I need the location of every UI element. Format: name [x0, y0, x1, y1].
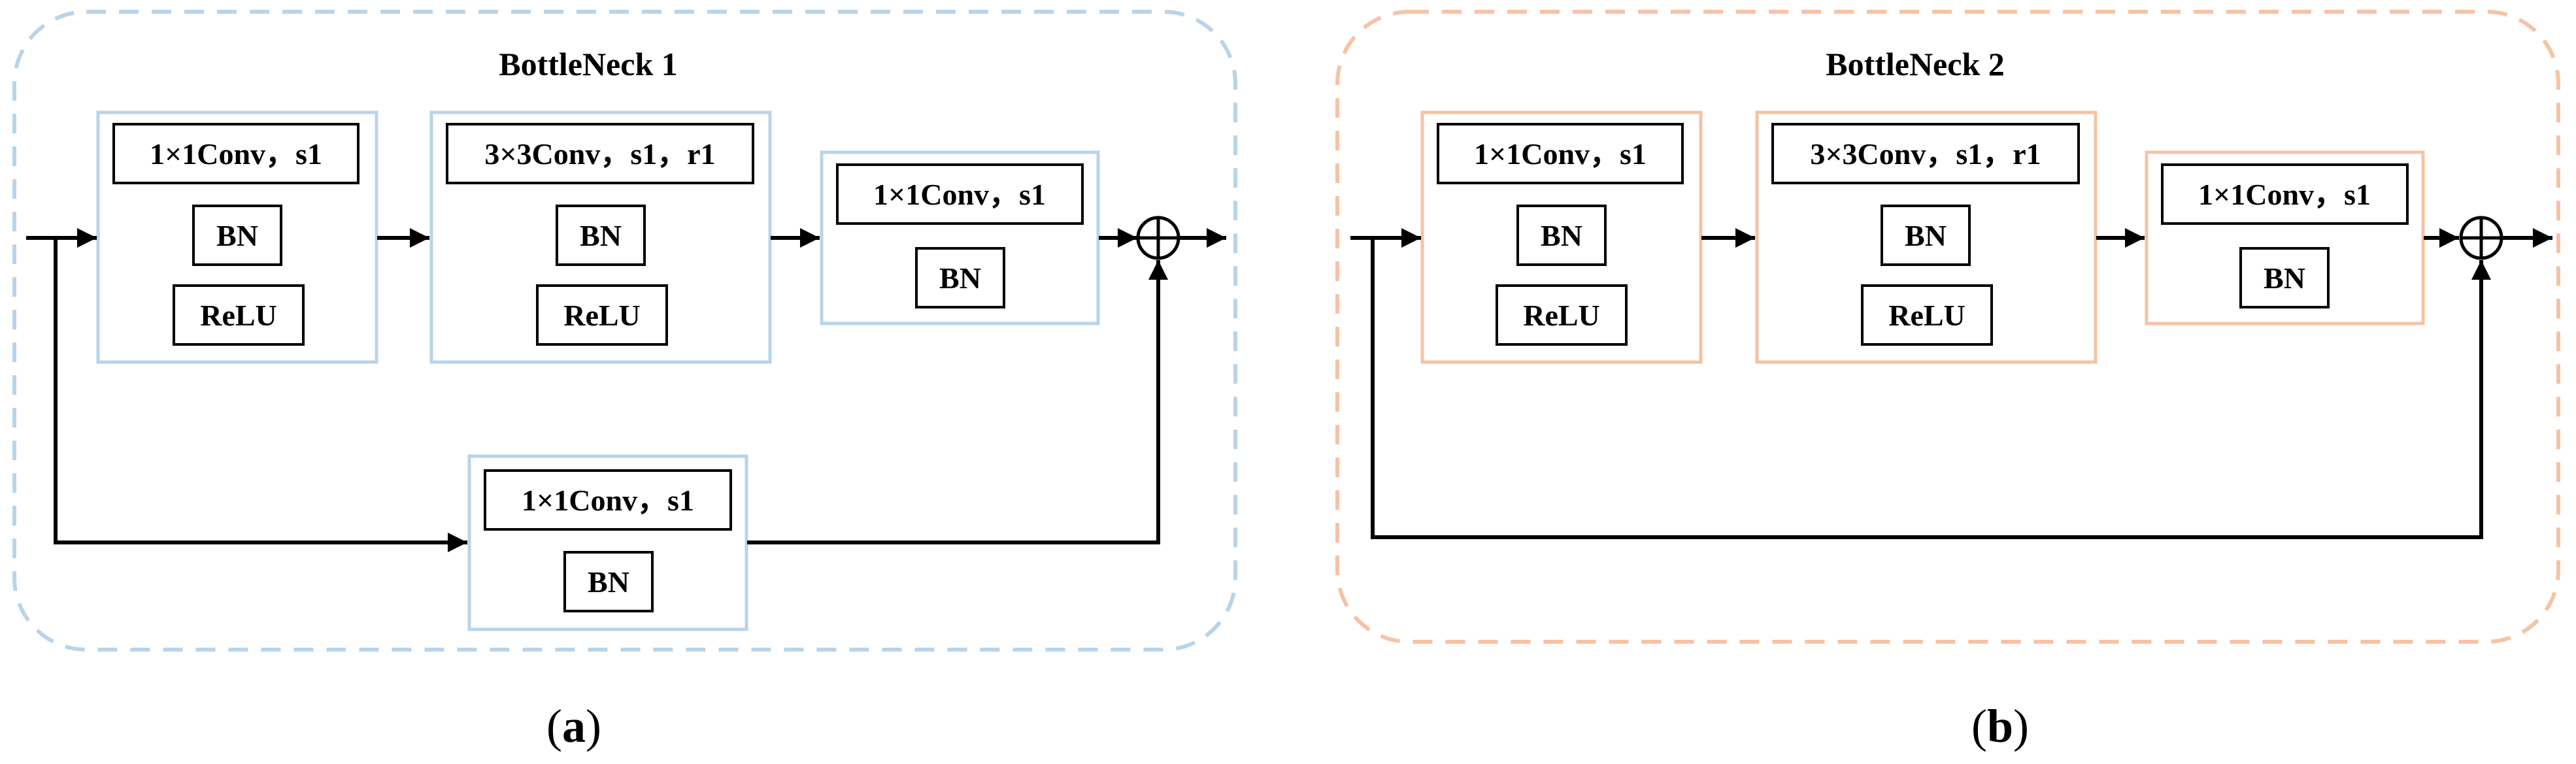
- panel-b-frame: [1335, 10, 2560, 644]
- block-3-bn-box: [2239, 247, 2330, 308]
- block-3-bn-label: BN: [939, 261, 981, 295]
- block-2-frame: [429, 110, 772, 364]
- block-2-relu-box: [1861, 284, 1993, 346]
- block-1-conv-label: 1×1Conv，s1: [150, 137, 322, 171]
- block-3-bn-box: [915, 247, 1005, 308]
- block-2-relu-label: ReLU: [1888, 299, 1965, 332]
- block-2-bn-box: [556, 205, 646, 266]
- block-2-relu-label: ReLU: [563, 299, 641, 332]
- panel-a-title: BottleNeck 1: [499, 46, 678, 82]
- shortcut-bn-box: [563, 551, 654, 612]
- shortcut-conv-label: 1×1Conv，s1: [522, 484, 694, 517]
- block-2-conv-box: [1771, 123, 2080, 184]
- block-2-bn-label: BN: [580, 219, 622, 252]
- block-1-relu-box: [173, 284, 305, 346]
- block-1-relu-box: [1496, 284, 1628, 346]
- block-3-conv-box: [836, 163, 1084, 225]
- sum-node-b: [2459, 216, 2503, 260]
- identity-shortcut-path: [1371, 238, 2491, 539]
- shortcut-path-in: [54, 238, 467, 552]
- block-1-bn-box: [1516, 205, 1607, 266]
- caption-b: (b): [1971, 700, 2029, 752]
- block-1-conv-box: [112, 123, 360, 184]
- shortcut-conv-box: [484, 469, 732, 531]
- block-1-bn-label: BN: [216, 219, 258, 252]
- block-2-relu-box: [536, 284, 668, 346]
- block-3-frame: [820, 150, 1100, 325]
- panel-b-title: BottleNeck 2: [1826, 46, 2005, 82]
- block-1-relu-label: ReLU: [200, 299, 277, 332]
- block-3-conv-box: [2161, 163, 2409, 225]
- block-2-conv-label: 3×3Conv，s1，r1: [1810, 137, 2041, 171]
- shortcut-bn-label: BN: [588, 565, 629, 599]
- block-1-relu-label: ReLU: [1523, 299, 1600, 332]
- block-2-conv-box: [446, 123, 754, 184]
- block-2-frame: [1755, 110, 2098, 364]
- block-2-bn-box: [1881, 205, 1971, 266]
- block-1-conv-label: 1×1Conv，s1: [1474, 137, 1647, 171]
- block-1-conv-box: [1437, 123, 1684, 184]
- panel-a-frame: [12, 10, 1237, 652]
- sum-node-a: [1136, 216, 1180, 260]
- shortcut-frame: [467, 454, 748, 631]
- block-2-conv-label: 3×3Conv，s1，r1: [484, 137, 715, 171]
- block-3-conv-label: 1×1Conv，s1: [2198, 178, 2371, 211]
- block-1-bn-label: BN: [1541, 219, 1582, 252]
- block-1-frame: [1420, 110, 1703, 364]
- block-3-conv-label: 1×1Conv，s1: [873, 178, 1046, 211]
- panel-a: BottleNeck 1 1×1Conv，s1 BN ReLU 3×3Conv，…: [12, 10, 1237, 752]
- shortcut-path-out: [747, 260, 1168, 544]
- block-3-bn-label: BN: [2264, 261, 2305, 295]
- block-1-frame: [96, 110, 378, 364]
- block-3-frame: [2145, 150, 2425, 325]
- block-2-bn-label: BN: [1905, 219, 1947, 252]
- caption-a: (a): [546, 700, 601, 752]
- panel-b: BottleNeck 2 1×1Conv，s1 BN ReLU 3×3Conv，…: [1335, 10, 2560, 752]
- block-1-bn-box: [192, 205, 282, 266]
